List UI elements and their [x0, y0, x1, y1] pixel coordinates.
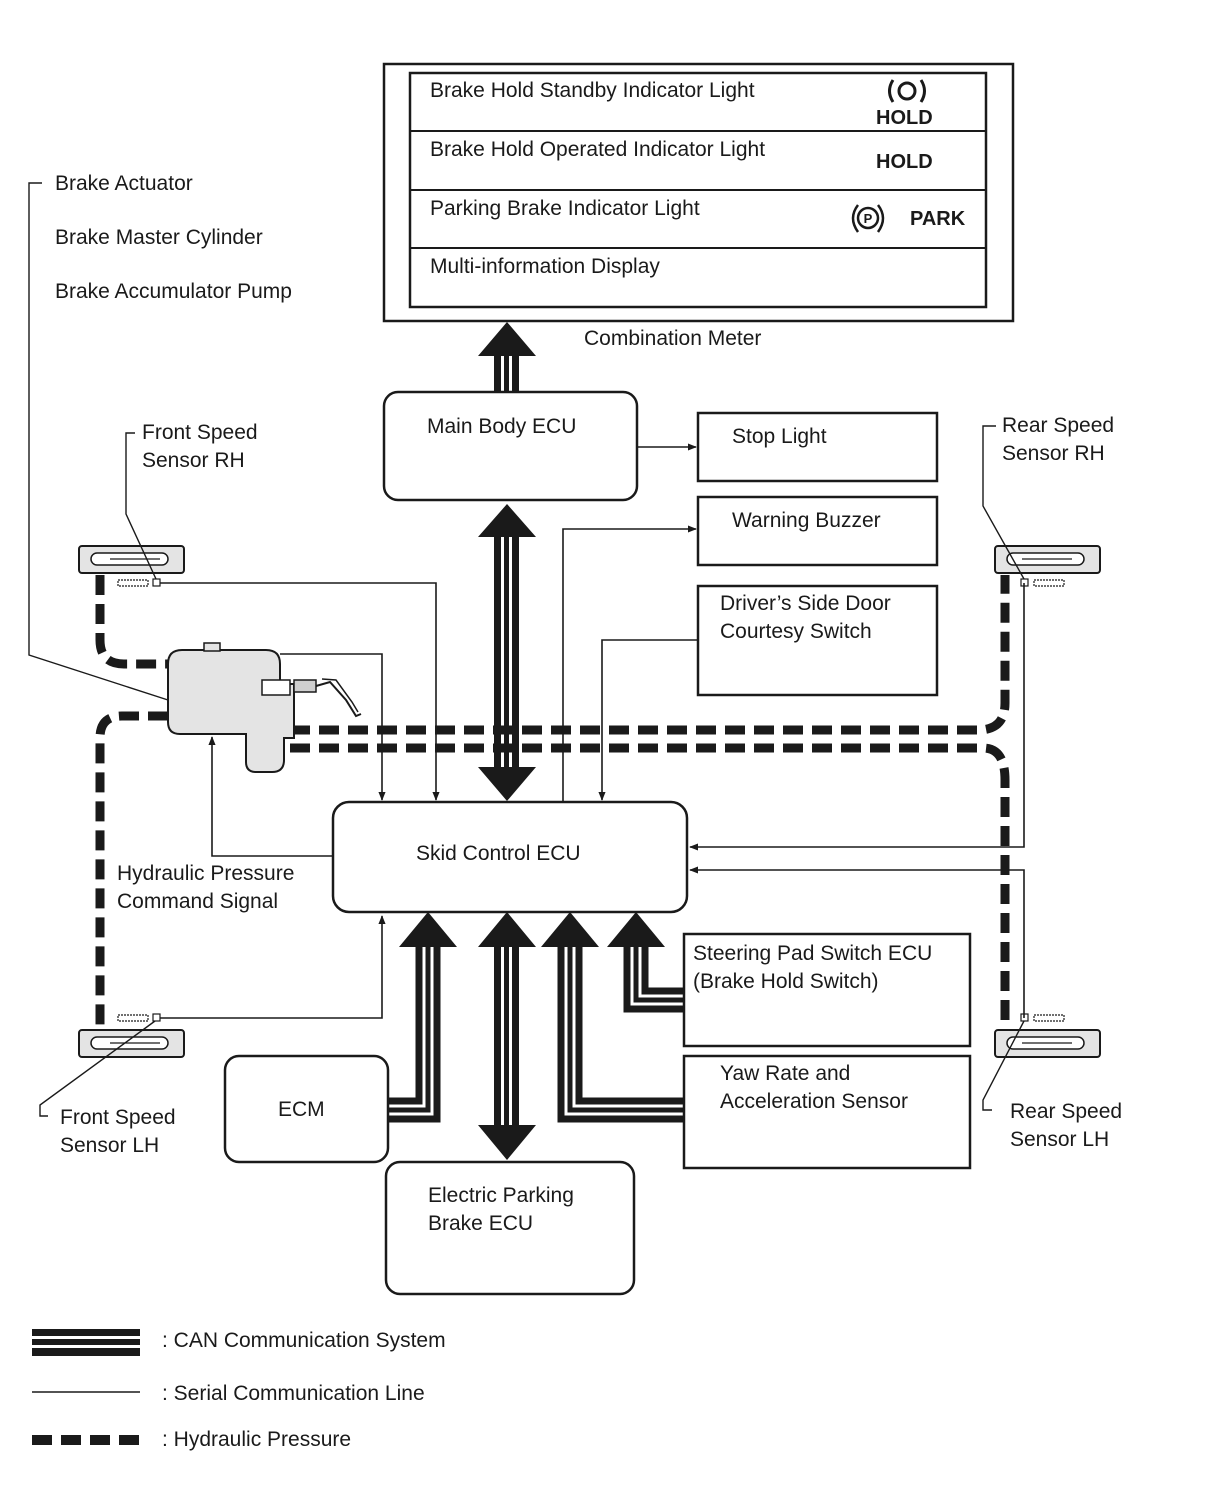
can-line-yaw-rate-skid — [541, 912, 684, 1123]
serial-rear-lh-skid — [689, 866, 1025, 1018]
meter-row-parking-symbol: PARK — [910, 208, 966, 230]
front-speed-sensor-lh — [78, 1013, 185, 1058]
serial-front-lh-skid — [160, 915, 386, 1019]
brake-hold-standby-icon — [888, 79, 926, 103]
front-speed-sensor-rh — [78, 545, 185, 587]
epb-ecu-box — [384, 1160, 636, 1296]
meter-row-operated-label: Brake Hold Operated Indicator Light — [430, 138, 766, 161]
warning-buzzer-label: Warning Buzzer — [732, 509, 881, 532]
can-line-meter-main-body — [478, 322, 536, 392]
serial-actuator-skid — [280, 653, 386, 801]
svg-text:P: P — [864, 211, 873, 226]
ecm-label: ECM — [278, 1098, 325, 1121]
yaw-rate-sensor-box — [682, 1054, 972, 1170]
hydraulic-command-signal-label: Hydraulic Pressure Command Signal — [117, 862, 295, 913]
legend-can-symbol — [32, 1329, 140, 1356]
can-line-ecm-skid — [388, 912, 457, 1123]
brake-actuator-label: Brake Actuator — [55, 172, 193, 195]
serial-door-switch-skid — [598, 639, 698, 801]
hydraulic-lines — [95, 575, 1010, 1030]
steering-pad-switch-ecu-label: Steering Pad Switch ECU (Brake Hold Swit… — [693, 942, 933, 993]
legend-hydraulic-label: : Hydraulic Pressure — [162, 1428, 352, 1451]
warning-buzzer-box — [696, 495, 939, 567]
legend-can-label: : CAN Communication System — [162, 1329, 446, 1352]
brake-master-cylinder-label: Brake Master Cylinder — [55, 226, 263, 249]
yaw-rate-sensor-label: Yaw Rate and Acceleration Sensor — [720, 1062, 908, 1113]
parking-brake-icon: P — [851, 204, 885, 233]
door-switch-label: Driver’s Side Door Courtesy Switch — [720, 592, 891, 643]
combination-meter-title: Combination Meter — [584, 327, 762, 350]
epb-ecu-label: Electric Parking Brake ECU — [428, 1184, 574, 1235]
stop-light-label: Stop Light — [732, 425, 827, 448]
rear-speed-sensor-lh — [994, 1013, 1101, 1058]
steering-pad-switch-ecu-box — [682, 932, 972, 1048]
rear-speed-sensor-rh — [994, 545, 1101, 587]
front-speed-sensor-lh-label: Front Speed Sensor LH — [60, 1106, 176, 1157]
serial-front-rh-skid — [160, 582, 440, 801]
brake-actuator-leader — [28, 182, 169, 701]
meter-row-mid-label: Multi-information Display — [430, 255, 660, 278]
ecm-box — [223, 1054, 390, 1164]
legend-serial-label: : Serial Communication Line — [162, 1382, 425, 1405]
meter-row-parking-label: Parking Brake Indicator Light — [430, 197, 700, 220]
can-line-skid-epb — [478, 912, 536, 1160]
main-body-ecu-box — [382, 390, 639, 502]
skid-control-ecu-label: Skid Control ECU — [416, 842, 581, 865]
rear-speed-sensor-lh-label: Rear Speed Sensor LH — [1010, 1100, 1123, 1151]
meter-row-standby-label: Brake Hold Standby Indicator Light — [430, 79, 755, 102]
main-body-ecu-label: Main Body ECU — [427, 415, 577, 438]
serial-skid-warning-buzzer — [562, 525, 697, 802]
brake-accumulator-pump-label: Brake Accumulator Pump — [55, 280, 292, 303]
combination-meter — [382, 62, 1015, 323]
brake-actuator-assembly — [167, 642, 362, 773]
front-speed-sensor-rh-label: Front Speed Sensor RH — [142, 421, 258, 472]
sensor-leader-lines — [39, 425, 1025, 1117]
skid-control-ecu-box — [331, 800, 689, 914]
meter-row-operated-symbol: HOLD — [876, 151, 933, 173]
meter-row-standby-symbol: HOLD — [876, 107, 933, 129]
can-line-main-body-skid — [478, 504, 536, 801]
stop-light-box — [696, 411, 939, 483]
hydraulic-command-signal-line — [208, 736, 333, 857]
can-line-steering-pad-skid — [607, 912, 684, 1013]
serial-rear-rh-skid — [689, 583, 1025, 851]
rear-speed-sensor-rh-label: Rear Speed Sensor RH — [1002, 414, 1115, 465]
